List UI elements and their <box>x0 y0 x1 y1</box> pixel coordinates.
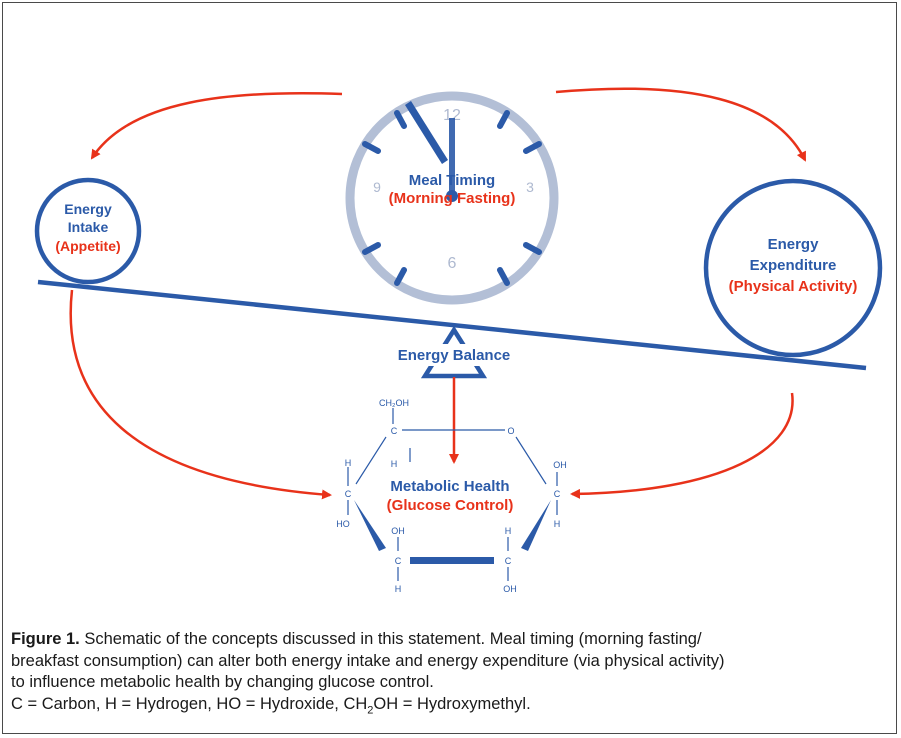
energy-intake-line1: Energy <box>64 201 112 217</box>
balance-beam <box>37 279 867 371</box>
arrow-intake-to-health <box>69 289 332 500</box>
ring-label-h-inner: H <box>391 459 398 469</box>
arrow-expenditure-to-health <box>570 392 794 499</box>
ring-bond-bottom <box>410 557 494 564</box>
caption-line-3: to influence metabolic health by changin… <box>11 673 434 691</box>
ring-bond-top-left <box>355 436 387 485</box>
ring-label-oh-bl: OH <box>391 526 405 536</box>
clock-numeral-6: 6 <box>448 255 457 272</box>
metabolic-health-subtitle: (Glucose Control) <box>387 497 514 514</box>
clock-numeral-12: 12 <box>443 107 461 124</box>
energy-expenditure-line2: Expenditure <box>750 257 837 274</box>
energy-expenditure-line1: Energy <box>768 236 820 253</box>
figure-caption: Figure 1. Schematic of the concepts disc… <box>11 629 891 715</box>
caption-line-4: C = Carbon, H = Hydrogen, HO = Hydroxide… <box>11 694 891 716</box>
glucose-ring: CH₂OH C O H H C HO OH C H OH C H H C OH … <box>336 398 567 594</box>
clock-hour-hand <box>405 101 448 164</box>
ring-label-ch2oh: CH₂OH <box>379 398 409 408</box>
energy-balance-label-bg <box>381 344 527 366</box>
ring-wedge-right <box>521 500 551 551</box>
ring-bond-top-right <box>515 436 547 485</box>
ring-label-h-left: H <box>345 458 352 468</box>
ring-label-o-top: O <box>507 426 514 436</box>
figure-label: Figure 1. <box>11 630 80 648</box>
energy-expenditure-subtitle: (Physical Activity) <box>729 278 858 295</box>
clock-numeral-9: 9 <box>373 179 381 195</box>
metabolic-health-title: Metabolic Health <box>390 478 509 495</box>
ring-label-c-left: C <box>345 489 352 499</box>
clock-center <box>446 190 458 202</box>
ring-label-h-right: H <box>554 519 561 529</box>
ring-label-ho-left: HO <box>336 519 350 529</box>
caption-line-2: breakfast consumption) can alter both en… <box>11 651 725 670</box>
ring-label-h-bl: H <box>395 584 402 594</box>
arrow-clock-to-intake <box>90 91 343 160</box>
clock: 12 3 6 9 Meal Timing (Morning Fasting) <box>345 91 559 305</box>
clock-numeral-3: 3 <box>526 179 534 195</box>
ring-label-c-bl: C <box>395 556 402 566</box>
caption-line-1: Figure 1. Schematic of the concepts disc… <box>11 629 891 651</box>
energy-intake-line2: Intake <box>68 219 109 235</box>
ring-label-h-br: H <box>505 526 512 536</box>
energy-expenditure-circle <box>703 178 883 358</box>
meal-timing-title: Meal Timing <box>409 172 495 189</box>
energy-intake-circle <box>34 177 142 285</box>
energy-expenditure-node: Energy Expenditure (Physical Activity) <box>703 178 883 358</box>
clock-minute-hand <box>449 118 455 196</box>
caption-abbrev-sub: 2 <box>367 703 374 716</box>
ring-label-oh-br: OH <box>503 584 517 594</box>
ring-label-oh-right: OH <box>553 460 567 470</box>
ring-label-c-right: C <box>554 489 561 499</box>
arrow-clock-to-expenditure <box>555 87 807 162</box>
caption-abbrev-b: OH = Hydroxymethyl. <box>373 694 531 713</box>
ring-wedge-left <box>354 500 386 551</box>
energy-intake-node: Energy Intake (Appetite) <box>34 177 142 285</box>
energy-balance-label: Energy Balance <box>398 347 511 364</box>
ring-label-c-top: C <box>391 426 398 436</box>
energy-intake-subtitle: (Appetite) <box>55 238 120 254</box>
caption-abbrev-a: C = Carbon, H = Hydrogen, HO = Hydroxide… <box>11 694 368 713</box>
clock-ticks <box>362 110 542 286</box>
ring-label-c-br: C <box>505 556 512 566</box>
caption-text-1: Schematic of the concepts discussed in t… <box>79 630 702 648</box>
meal-timing-subtitle: (Morning Fasting) <box>389 190 516 207</box>
